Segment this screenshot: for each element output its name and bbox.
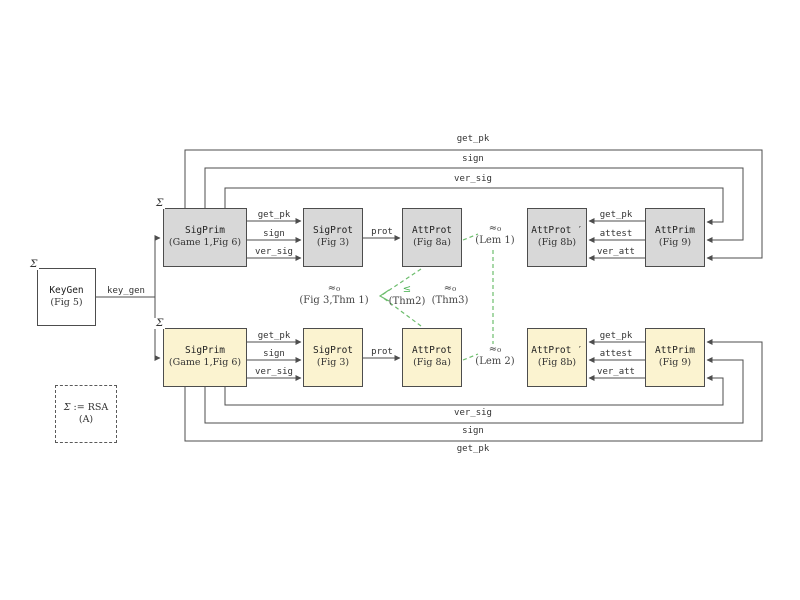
- box-attprot-prime-bottom: AttProt ′ (Fig 8b): [527, 328, 587, 387]
- box-title: SigProt: [312, 345, 354, 357]
- box-attprot-bottom: AttProt (Fig 8a): [402, 328, 462, 387]
- box-subtitle: (Fig 8a): [413, 237, 451, 249]
- edge-label-top-get-pk-att: get_pk: [599, 210, 633, 220]
- sigma-label-sigprim-top: Σ: [154, 197, 166, 209]
- edge-label-key-gen: key_gen: [107, 286, 145, 296]
- box-subtitle: (Fig 8a): [413, 357, 451, 369]
- sigma-symbol: Σ: [63, 401, 71, 413]
- bus-label-bot-get-pk: get_pk: [456, 444, 490, 454]
- relation-symbol: ≈₀: [488, 223, 502, 234]
- box-subtitle: (Fig 3): [316, 237, 350, 249]
- box-keygen: KeyGen (Fig 5): [37, 268, 96, 326]
- relation-ref: (Lem 1): [475, 235, 515, 246]
- edge-label-bot-get-pk: get_pk: [257, 331, 291, 341]
- box-title: SigPrim: [184, 345, 226, 357]
- edge-label-top-ver-att: ver_att: [597, 247, 635, 257]
- edge-label-bot-attest: attest: [599, 349, 633, 359]
- edge-label-bot-ver-sig: ver_sig: [255, 367, 293, 377]
- annotation-lem2: ≈₀ (Lem 2): [475, 344, 514, 368]
- rsa-note-line1: Σ := RSA: [63, 401, 109, 413]
- annotation-lem1: ≈₀ (Lem 1): [475, 223, 514, 247]
- relation-symbol: ≈₀: [443, 283, 457, 294]
- edge-label-top-attest: attest: [599, 229, 633, 239]
- box-sigprot-bottom: SigProt (Fig 3): [303, 328, 363, 387]
- box-sigprim-top: SigPrim (Game 1,Fig 6): [163, 208, 247, 267]
- bus-label-top-ver-sig: ver_sig: [454, 174, 492, 184]
- box-attprim-top: AttPrim (Fig 9): [645, 208, 705, 267]
- box-subtitle: (Fig 9): [658, 357, 692, 369]
- box-subtitle: (Fig 5): [50, 296, 83, 308]
- box-title: AttProt ′: [531, 225, 583, 237]
- rsa-note-line2: (A): [78, 414, 94, 425]
- annotation-thm2: ≤ (Thm2): [389, 284, 426, 308]
- box-attprim-bottom: AttPrim (Fig 9): [645, 328, 705, 387]
- relation-symbol: ≈₀: [327, 283, 341, 294]
- bus-label-bot-sign: sign: [462, 426, 484, 436]
- relation-ref: (Fig 3,Thm 1): [299, 295, 369, 306]
- relation-ref: (Thm2): [388, 296, 426, 307]
- box-subtitle: (Game 1,Fig 6): [168, 237, 242, 249]
- edge-label-top-get-pk: get_pk: [257, 210, 291, 220]
- bus-label-bot-ver-sig: ver_sig: [454, 408, 492, 418]
- box-subtitle: (Fig 3): [316, 357, 350, 369]
- box-title: KeyGen: [49, 284, 84, 296]
- bus-label-top-get-pk: get_pk: [456, 134, 490, 144]
- box-rsa-instantiation: Σ := RSA (A): [55, 385, 117, 443]
- relation-ref: (Thm3): [431, 295, 469, 306]
- box-title: AttPrim: [654, 225, 696, 237]
- edge-label-top-sign: sign: [263, 229, 285, 239]
- box-subtitle: (Fig 8b): [537, 237, 577, 249]
- box-attprot-prime-top: AttProt ′ (Fig 8b): [527, 208, 587, 267]
- box-subtitle: (Fig 8b): [537, 357, 577, 369]
- box-attprot-top: AttProt (Fig 8a): [402, 208, 462, 267]
- relation-symbol: ≤: [402, 284, 412, 295]
- box-sigprot-top: SigProt (Fig 3): [303, 208, 363, 267]
- edge-label-bot-get-pk-att: get_pk: [599, 331, 633, 341]
- bus-label-top-sign: sign: [462, 154, 484, 164]
- edge-label-bot-prot: prot: [371, 347, 393, 357]
- box-title: AttProt: [411, 345, 453, 357]
- edge-label-bot-ver-att: ver_att: [597, 367, 635, 377]
- edge-label-top-prot: prot: [371, 227, 393, 237]
- box-title: AttProt: [411, 225, 453, 237]
- box-subtitle: (Fig 9): [658, 237, 692, 249]
- box-title: AttProt ′: [531, 345, 583, 357]
- relation-symbol: ≈₀: [488, 344, 502, 355]
- annotation-thm1: ≈₀ (Fig 3,Thm 1): [299, 283, 368, 307]
- sigma-label-keygen: Σ: [28, 258, 40, 270]
- box-title: SigPrim: [184, 225, 226, 237]
- box-title: SigProt: [312, 225, 354, 237]
- edge-label-top-ver-sig: ver_sig: [255, 247, 293, 257]
- box-subtitle: (Game 1,Fig 6): [168, 357, 242, 369]
- box-sigprim-bottom: SigPrim (Game 1,Fig 6): [163, 328, 247, 387]
- relation-ref: (Lem 2): [475, 356, 515, 367]
- edge-label-bot-sign: sign: [263, 349, 285, 359]
- annotation-thm3: ≈₀ (Thm3): [432, 283, 469, 307]
- box-title: AttPrim: [654, 345, 696, 357]
- sigma-label-sigprim-bottom: Σ: [154, 317, 166, 329]
